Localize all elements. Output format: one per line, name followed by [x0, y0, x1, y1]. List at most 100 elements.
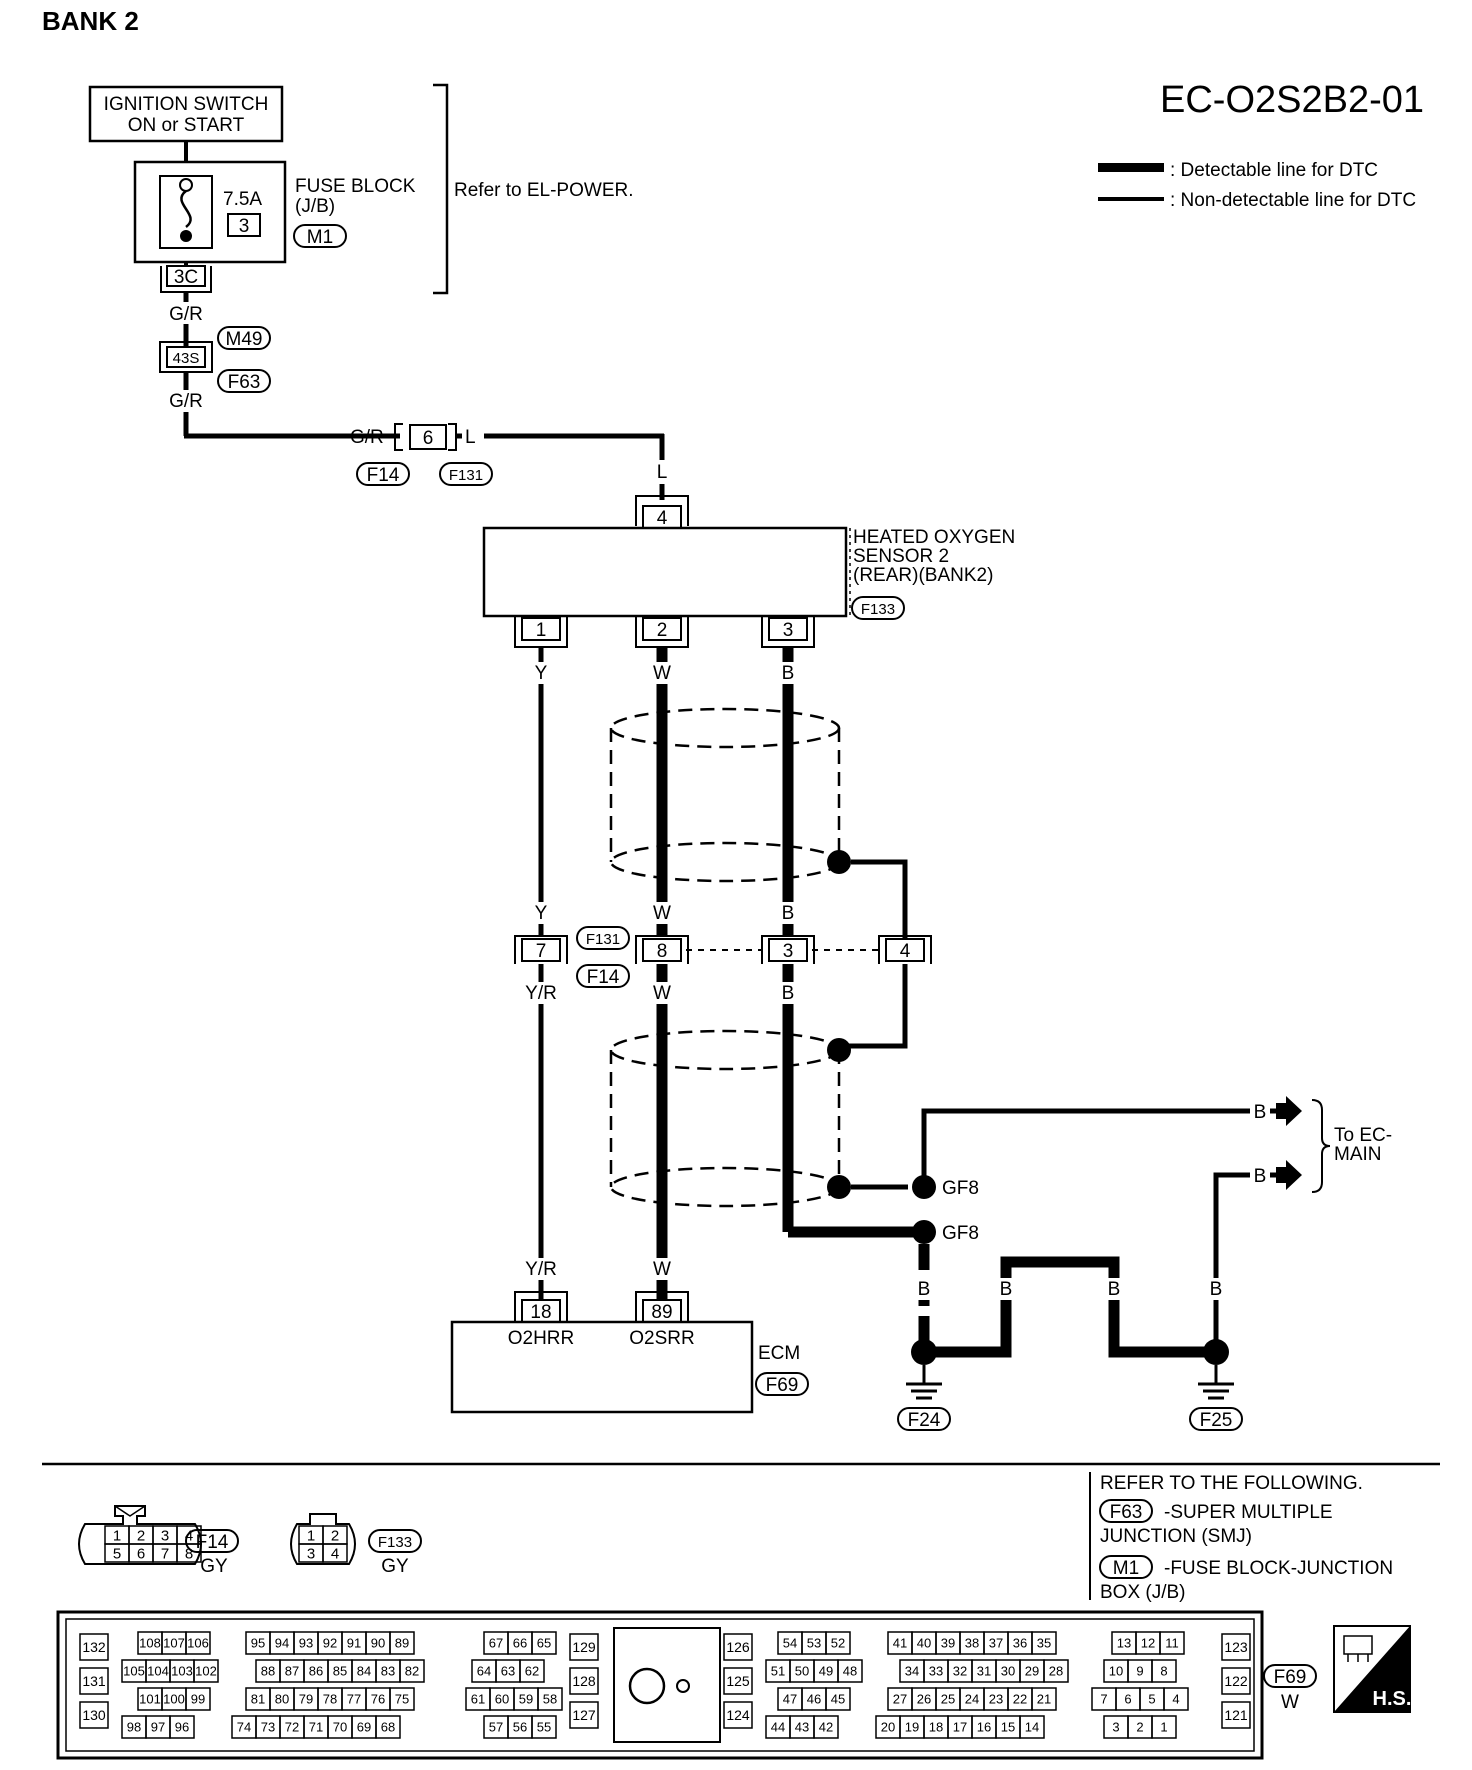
- ecm-pin-128-label: 128: [572, 1673, 596, 1689]
- ground-f25: F25: [1200, 1410, 1233, 1431]
- mid-terminal-8: 8: [635, 935, 689, 964]
- ecm-pin-100-label: 100: [163, 1692, 185, 1707]
- references-panel: REFER TO THE FOLLOWING. F63 -SUPER MULTI…: [1089, 1472, 1393, 1603]
- ecm-face-color: W: [1281, 1692, 1299, 1713]
- ecm-signal-o2srr: O2SRR: [629, 1328, 694, 1349]
- junction-terminal-43s: 43S: [159, 341, 213, 373]
- sensor-terminal-3: 3: [761, 616, 815, 648]
- ecm-pin-45-label: 45: [831, 1692, 845, 1707]
- ecm-pin-131-label: 131: [82, 1673, 106, 1689]
- arrow-right-icon: [1276, 1160, 1302, 1190]
- sensor-terminal-4-label: 4: [657, 508, 668, 529]
- ecm-pin-86-label: 86: [309, 1664, 323, 1679]
- ecm-pin-8-cell: [1151, 1659, 1177, 1683]
- ecm-pin-20-label: 20: [881, 1720, 895, 1735]
- connector-view-f14-color: GY: [200, 1556, 228, 1577]
- ecm-pin-44-label: 44: [771, 1720, 785, 1735]
- ecm-pin-88-label: 88: [261, 1664, 275, 1679]
- ecm-pin-43-label: 43: [795, 1720, 809, 1735]
- ecm-pin-90-label: 90: [371, 1636, 385, 1651]
- ecm-pin-73-label: 73: [261, 1720, 275, 1735]
- fuse-rating: 7.5A: [223, 189, 262, 210]
- ecm-pin-129-cell: [569, 1633, 599, 1661]
- ecm-pin-65-cell: [531, 1631, 557, 1655]
- mid-lower-wire-1: Y/R: [525, 983, 557, 1004]
- reference-f63-text-line1: -SUPER MULTIPLE: [1164, 1502, 1333, 1523]
- sensor-name-line3: (REAR)(BANK2): [853, 565, 993, 586]
- ecm-pin-48-label: 48: [843, 1664, 857, 1679]
- f133-pin-4-cell: [322, 1543, 348, 1563]
- sensor-terminal-2-label: 2: [657, 620, 668, 641]
- ecm-pin-58-label: 58: [543, 1692, 557, 1707]
- ecm-pin-82-cell: [399, 1659, 425, 1683]
- ground-symbol-icon: [1198, 1382, 1234, 1400]
- to-ec-main-line2: MAIN: [1334, 1144, 1382, 1165]
- mid-terminal-3: 3: [761, 935, 815, 964]
- ecm-pin-101-label: 101: [139, 1692, 161, 1707]
- f14-pin-3-label: 3: [161, 1527, 169, 1544]
- ecm-box: O2HRR O2SRR ECM F69: [450, 1320, 809, 1414]
- ignition-label-line2: ON or START: [128, 115, 245, 136]
- sensor-wire-color-2: W: [653, 663, 671, 684]
- ecm-pin-127-cell: [569, 1701, 599, 1729]
- reference-m1-connector: M1: [1113, 1558, 1139, 1579]
- inline-connector-6: 6: [394, 423, 457, 451]
- ecm-pin-33-label: 33: [929, 1664, 943, 1679]
- f14-pin-2-label: 2: [137, 1527, 145, 1544]
- ecm-pin-91-label: 91: [347, 1636, 361, 1651]
- ecm-pin-126-cell: [723, 1633, 753, 1661]
- ecm-pin-62-cell: [519, 1659, 545, 1683]
- ecm-pin-55-cell: [531, 1715, 557, 1739]
- ecm-pin-49-label: 49: [819, 1664, 833, 1679]
- reference-m1-text-line1: -FUSE BLOCK-JUNCTION: [1164, 1558, 1393, 1579]
- connector-latch-icon: [628, 1667, 666, 1705]
- heated-oxygen-sensor-2: HEATED OXYGEN SENSOR 2 (REAR)(BANK2) F13…: [482, 526, 1015, 620]
- ecm-pin-79-label: 79: [299, 1692, 313, 1707]
- ecm-pin-35-cell: [1031, 1631, 1057, 1655]
- fuse-terminal: 3C: [160, 265, 212, 293]
- ecm-pin-11-label: 11: [1165, 1636, 1179, 1651]
- ground-f24: F24: [908, 1410, 941, 1431]
- ecm-pin-12-label: 12: [1141, 1636, 1155, 1651]
- ecm-pin-59-label: 59: [519, 1692, 533, 1707]
- splice-gf8-2: [912, 1220, 936, 1244]
- ecm-pin-96-cell: [169, 1715, 195, 1739]
- ecm-pin-124-label: 124: [726, 1707, 750, 1723]
- ecm-pin-64-label: 64: [477, 1664, 491, 1679]
- mid-upper-wire-2: W: [653, 903, 671, 924]
- reference-f63-connector: F63: [1110, 1502, 1143, 1523]
- inline-terminal-label: 6: [423, 428, 434, 449]
- ecm-pin-96-label: 96: [175, 1720, 189, 1735]
- ecm-pin-85-label: 85: [333, 1664, 347, 1679]
- ecm-pin-9-label: 9: [1136, 1664, 1143, 1679]
- ecm-pin-102-cell: [193, 1659, 219, 1683]
- ecm-pin-29-label: 29: [1025, 1664, 1039, 1679]
- mid-terminal-3-label: 3: [783, 941, 794, 962]
- ground-wire-b-4: B: [1210, 1279, 1223, 1300]
- mid-connector-f14: F14: [587, 967, 620, 988]
- junction-terminal-label: 43S: [173, 350, 200, 367]
- fuse-terminal-label: 3C: [174, 267, 198, 288]
- ecm-pin-15-label: 15: [1001, 1720, 1015, 1735]
- ecm-pin-132-label: 132: [82, 1639, 106, 1655]
- fuse-block-label-line1: FUSE BLOCK: [295, 176, 416, 197]
- sensor-wire-color-3: B: [782, 663, 795, 684]
- inline-connector-f131: F131: [449, 467, 483, 484]
- lower-shield-drain-bottom: [827, 1175, 851, 1199]
- wire-label-l-2: L: [657, 462, 668, 483]
- ecm-pin-66-label: 66: [513, 1636, 527, 1651]
- ecm-pin-82-label: 82: [405, 1664, 419, 1679]
- ecm-pin-21-label: 21: [1037, 1692, 1051, 1707]
- ecm-pin-106-label: 106: [187, 1636, 209, 1651]
- ecm-pin-126-label: 126: [726, 1639, 750, 1655]
- splice-gf8-1: [912, 1175, 936, 1199]
- ecm-pin-94-label: 94: [275, 1636, 289, 1651]
- ecm-pin-67-label: 67: [489, 1636, 503, 1651]
- ecm-pin-4-label: 4: [1172, 1692, 1179, 1707]
- mid-terminal-7-label: 7: [536, 941, 547, 962]
- ecm-pin-62-label: 62: [525, 1664, 539, 1679]
- ecm-pin-28-cell: [1043, 1659, 1069, 1683]
- inline-connector-f14: F14: [367, 465, 400, 486]
- ecm-terminal-89: 89: [635, 1291, 689, 1323]
- ecm-pin-106-cell: [185, 1631, 211, 1655]
